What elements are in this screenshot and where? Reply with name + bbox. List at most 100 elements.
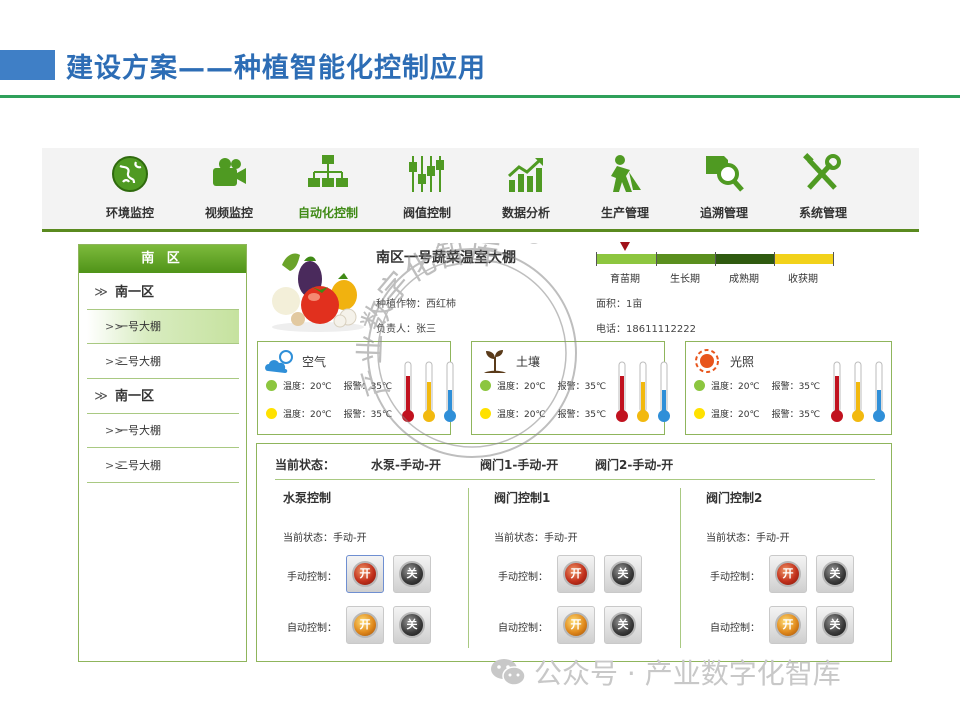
stage-tick <box>774 252 775 266</box>
on-label: 开 <box>563 612 589 638</box>
nav-label: 生产管理 <box>600 206 649 220</box>
nav-item-production[interactable]: 生产管理 <box>577 148 673 228</box>
temperature-value: 温度：20℃ <box>711 382 760 392</box>
nav-item-analysis[interactable]: 数据分析 <box>478 148 574 228</box>
stage-label: 生长期 <box>670 274 700 285</box>
stage-segment-mature <box>715 254 775 264</box>
valve2-auto-on-button[interactable]: 开 <box>769 606 807 644</box>
sensor-title: 空气 <box>302 355 327 369</box>
on-label: 开 <box>352 561 378 587</box>
seedling-icon <box>484 350 506 373</box>
wrench-screwdriver-icon <box>803 153 841 190</box>
nav-label: 视频监控 <box>204 206 253 220</box>
status-dot-yellow <box>480 408 491 419</box>
wechat-watermark: 公众号 · 产业数字化智库 <box>490 652 841 692</box>
wechat-watermark-text: 公众号 · 产业数字化智库 <box>534 657 841 690</box>
sensor-reading: 温度：20℃ 报警：35℃ <box>266 407 392 420</box>
pump-manual-off-button[interactable]: 关 <box>393 555 431 593</box>
on-label: 开 <box>775 561 801 587</box>
manager-info: 负责人：张三 <box>376 324 436 335</box>
stamp-text: 产业数字化智库 <box>353 243 501 401</box>
sidebar-item-label: 一号大棚 <box>117 320 161 333</box>
sensor-reading: 温度：20℃ 报警：35℃ <box>694 407 820 420</box>
valve2-manual-off-button[interactable]: 关 <box>816 555 854 593</box>
thermometer-red-icon <box>831 361 843 422</box>
nav-item-system[interactable]: 系统管理 <box>775 148 871 228</box>
thermometer-yellow-icon <box>637 361 649 422</box>
valve2-auto-off-button[interactable]: 关 <box>816 606 854 644</box>
double-chevron-right-icon: >> <box>105 355 124 368</box>
sidebar-group-south-2[interactable]: ≫南一区 <box>87 380 239 414</box>
sidebar-header: 南 区 <box>79 245 246 273</box>
nav-label: 追溯管理 <box>699 206 748 220</box>
alarm-value: 报警：35℃ <box>343 410 393 420</box>
status-dot-green <box>480 380 491 391</box>
stage-label: 成熟期 <box>729 274 759 285</box>
pump-status: 当前状态：手动-开 <box>283 533 367 544</box>
wechat-icon <box>491 659 526 686</box>
on-label: 开 <box>352 612 378 638</box>
valve1-status: 当前状态：手动-开 <box>494 533 578 544</box>
device-control-panel: 当前状态： 水泵-手动-开 阀门1-手动-开 阀门2-手动-开 水泵控制 当前状… <box>256 443 892 662</box>
thermometer-yellow-icon <box>852 361 864 422</box>
valve2-manual-on-button[interactable]: 开 <box>769 555 807 593</box>
temperature-value: 温度：20℃ <box>497 382 546 392</box>
state-valve-2: 阀门2-手动-开 <box>595 458 674 472</box>
auto-control-label: 自动控制： <box>287 623 337 634</box>
sidebar-item-greenhouse-2b[interactable]: >>二号大棚 <box>87 449 239 483</box>
pump-auto-on-button[interactable]: 开 <box>346 606 384 644</box>
state-pump: 水泵-手动-开 <box>371 458 441 472</box>
sensor-title: 土壤 <box>516 355 541 369</box>
valve1-manual-on-button[interactable]: 开 <box>557 555 595 593</box>
sensor-reading: 温度：20℃ 报警：35℃ <box>694 379 820 392</box>
thermometer-red-icon <box>616 361 628 422</box>
stage-label: 育苗期 <box>610 274 640 285</box>
nav-item-environment[interactable]: 环境监控 <box>82 148 178 228</box>
stage-tick <box>833 252 834 266</box>
greenhouse-name: 南区一号蔬菜温室大棚 <box>376 250 516 266</box>
manual-control-label: 手动控制： <box>287 572 337 583</box>
cloud-sun-icon <box>265 350 293 373</box>
double-chevron-down-icon: ≫ <box>94 285 108 300</box>
sidebar-item-greenhouse-2[interactable]: >>二号大棚 <box>87 345 239 379</box>
thermometer-blue-icon <box>444 361 456 422</box>
sidebar-item-greenhouse-1b[interactable]: >>一号大棚 <box>87 414 239 448</box>
valve1-auto-off-button[interactable]: 关 <box>604 606 642 644</box>
auto-control-label: 自动控制： <box>498 623 548 634</box>
nav-item-trace[interactable]: 追溯管理 <box>676 148 772 228</box>
worker-icon <box>611 155 641 192</box>
growth-stage-bar <box>596 254 834 264</box>
sidebar-item-greenhouse-1[interactable]: >>一号大棚 <box>87 310 239 344</box>
pump-manual-on-button[interactable]: 开 <box>346 555 384 593</box>
sidebar-group-south-1[interactable]: ≫南一区 <box>87 276 239 310</box>
crop-info: 种植作物：西红柿 <box>376 299 456 310</box>
nav-item-automation[interactable]: 自动化控制 <box>280 148 376 228</box>
on-label: 开 <box>775 612 801 638</box>
main-nav: 环境监控 视频监控 自动化控制 阀值控制 <box>42 148 919 232</box>
status-dot-green <box>266 380 277 391</box>
stage-tick <box>715 252 716 266</box>
nav-item-video[interactable]: 视频监控 <box>181 148 277 228</box>
network-computers-icon <box>308 155 348 187</box>
valve1-manual-off-button[interactable]: 关 <box>604 555 642 593</box>
off-label: 关 <box>399 561 425 587</box>
nav-label: 阀值控制 <box>402 206 451 220</box>
title-accent-block <box>0 50 55 80</box>
nav-label: 环境监控 <box>105 206 154 220</box>
temperature-value: 温度：20℃ <box>283 410 332 420</box>
zone-sidebar: 南 区 ≫南一区 >>一号大棚 >>二号大棚 ≫南一区 >>一号大棚 >>二号大… <box>78 244 247 662</box>
alarm-value: 报警：35℃ <box>771 382 821 392</box>
alarm-value: 报警：35℃ <box>771 410 821 420</box>
pump-auto-off-button[interactable]: 关 <box>393 606 431 644</box>
valve1-auto-on-button[interactable]: 开 <box>557 606 595 644</box>
status-dot-yellow <box>694 408 705 419</box>
double-chevron-right-icon: >> <box>105 320 124 333</box>
column-divider <box>680 488 681 648</box>
nav-item-threshold[interactable]: 阀值控制 <box>379 148 475 228</box>
temperature-value: 温度：20℃ <box>711 410 760 420</box>
auto-control-label: 自动控制： <box>710 623 760 634</box>
watermark-stamp: 产业数字化智库 <box>353 243 577 458</box>
sidebar-item-label: 二号大棚 <box>117 459 161 472</box>
